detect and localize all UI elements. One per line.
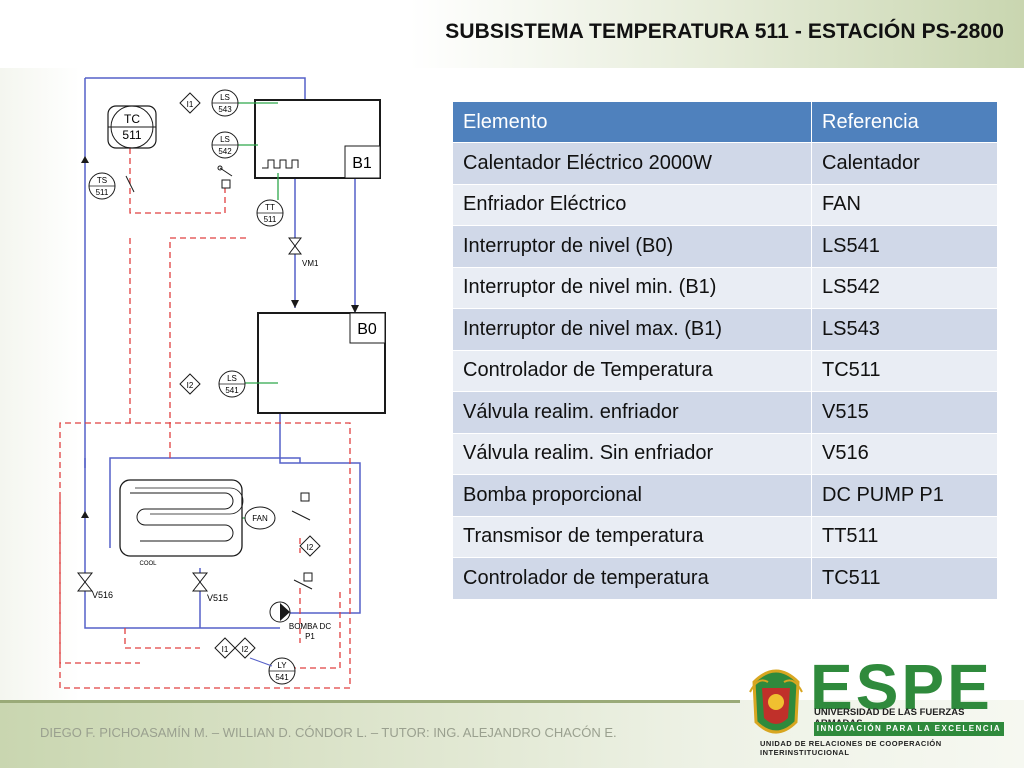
v516-valve [76,572,94,592]
unit-name: UNIDAD DE RELACIONES DE COOPERACIÓN INTE… [760,739,942,757]
cell-referencia: TC511 [811,557,998,600]
cell-elemento: Válvula realim. Sin enfriador [452,432,812,475]
svg-text:542: 542 [218,147,232,156]
cell-elemento: Interruptor de nivel min. (B1) [452,266,812,309]
cooler-return [109,457,301,548]
cell-elemento: Bomba proporcional [452,474,812,517]
cell-elemento: Controlador de temperatura [452,557,812,600]
tank-b0-label-box [349,312,386,344]
cell-elemento: Enfriador Eléctrico [452,183,812,226]
svg-text:TC: TC [124,112,140,126]
bottom-divider [0,700,740,703]
svg-text:LS: LS [220,93,230,102]
left-stripe [0,68,80,708]
v515-valve [191,572,209,592]
cooler-coil [130,492,234,542]
cell-elemento: Válvula realim. enfriador [452,391,812,434]
cell-referencia: V516 [811,432,998,475]
tank-b1-label: B1 [352,155,372,172]
header-referencia: Referencia [811,101,998,143]
cell-referencia: Calentador [811,142,998,185]
svg-text:I1: I1 [222,645,229,654]
svg-text:VM1: VM1 [302,259,319,268]
b0-outlet-line [279,413,361,614]
cell-referencia: LS542 [811,266,998,309]
university-motto: INNOVACIÓN PARA LA EXCELENCIA [814,722,1004,736]
espe-logo-text: ESPE [810,651,993,723]
table-header-row: Elemento Referencia [452,101,998,143]
cell-elemento: Interruptor de nivel (B0) [452,225,812,268]
fan-symbol [244,506,276,530]
svg-text:511: 511 [264,215,277,224]
svg-text:I1: I1 [187,100,194,109]
i2-diamond-bottom [299,535,321,557]
top-banner [0,0,1024,68]
cell-referencia: FAN [811,183,998,226]
svg-text:541: 541 [275,673,289,682]
vm1-valve [288,237,302,255]
svg-text:V515: V515 [207,593,228,603]
cell-elemento: Calentador Eléctrico 2000W [452,142,812,185]
espe-crest-icon [749,669,803,734]
cell-elemento: Controlador de Temperatura [452,349,812,392]
svg-text:FAN: FAN [252,514,268,523]
heater-coil [262,159,299,169]
cooler-exchanger [119,479,243,557]
svg-text:LS: LS [227,374,237,383]
footer-authors: DIEGO F. PICHOASAMÍN M. – WILLIAN D. CÓN… [40,725,617,740]
svg-text:COOL: COOL [139,561,157,567]
pid-diagram: B1 B0 TC 511 I1 LS 543 LS 542 TS 511 TT … [59,77,386,689]
svg-text:511: 511 [96,188,109,197]
svg-text:I2: I2 [307,543,314,552]
i2-diamond-top [179,373,201,395]
svg-text:TT: TT [265,203,275,212]
svg-text:541: 541 [225,386,239,395]
cell-elemento: Transmisor de temperatura [452,515,812,558]
tank-b1 [254,99,381,179]
cell-referencia: LS541 [811,225,998,268]
cell-referencia: V515 [811,391,998,434]
table-row: Interruptor de nivel max. (B1)LS543 [452,308,998,351]
i1-diamond-bottom [214,637,236,659]
cell-referencia: LS543 [811,308,998,351]
svg-text:P1: P1 [305,632,315,641]
cell-elemento: Interruptor de nivel max. (B1) [452,308,812,351]
svg-text:BOMBA DC: BOMBA DC [289,622,331,631]
table-row: Interruptor de nivel min. (B1)LS542 [452,266,998,309]
cell-referencia: TT511 [811,515,998,558]
header-elemento: Elemento [452,101,812,143]
svg-text:TS: TS [97,176,107,185]
slide-title: SUBSISTEMA TEMPERATURA 511 - ESTACIÓN PS… [445,20,1004,43]
svg-text:I2: I2 [187,381,194,390]
tank-b0-label: B0 [357,321,377,338]
cell-referencia: DC PUMP P1 [811,474,998,517]
tank-b1-label-box [344,145,381,179]
svg-text:I2: I2 [242,645,249,654]
svg-text:543: 543 [218,105,232,114]
cell-referencia: TC511 [811,349,998,392]
signal-lines [59,138,351,689]
reference-table: Elemento Referencia Calentador Eléctrico… [452,101,998,600]
table-row: Interruptor de nivel (B0)LS541 [452,225,998,268]
svg-text:LS: LS [220,135,230,144]
svg-text:V516: V516 [92,590,113,600]
svg-text:511: 511 [122,128,141,142]
i2-diamond-ly [234,637,256,659]
svg-text:LY: LY [277,661,287,670]
i1-diamond [179,92,201,114]
